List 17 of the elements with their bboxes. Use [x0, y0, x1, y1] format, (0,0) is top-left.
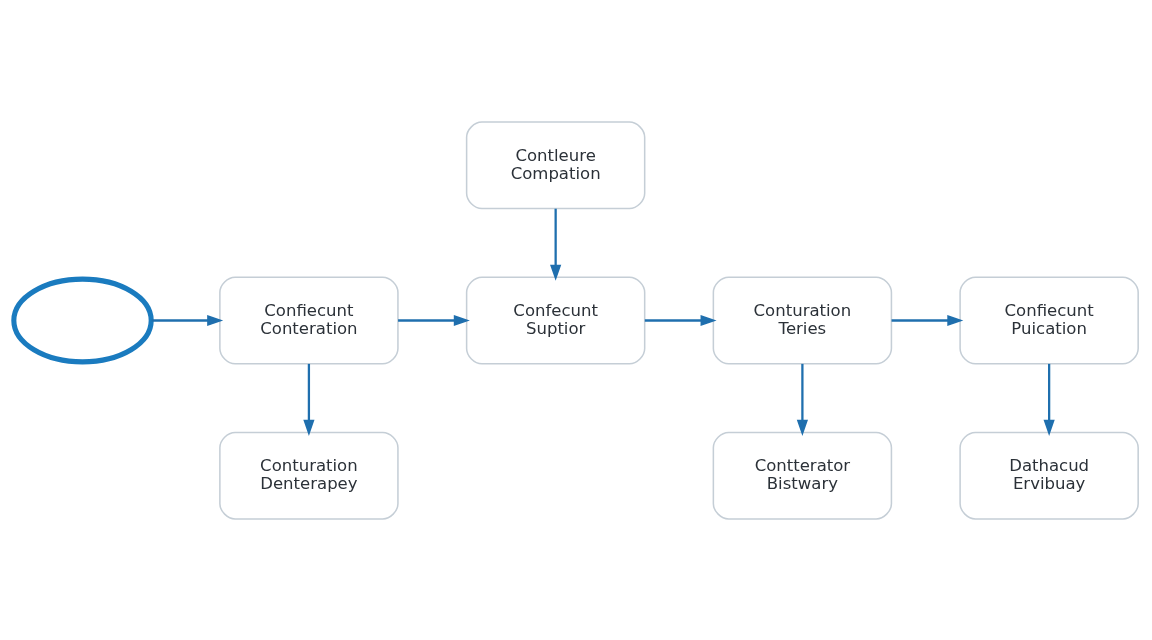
node-box: Confecunt Suptior	[465, 276, 646, 364]
node-box: Conturation Teries	[712, 276, 893, 364]
node-box: Contterator Bistwary	[712, 431, 893, 520]
arrow	[644, 314, 717, 326]
arrow	[1043, 363, 1055, 436]
node-box: Confiecunt Conteration	[219, 276, 399, 364]
node-box: Dathacud Ervibuay	[959, 431, 1139, 520]
node-box: Conturation Denterapey	[219, 431, 399, 520]
node-box: Contleure Compation	[465, 120, 646, 209]
arrow	[151, 314, 224, 326]
arrow	[550, 208, 562, 281]
node-cloud	[11, 276, 154, 364]
arrow	[303, 363, 315, 436]
arrow	[796, 363, 808, 436]
node-box: Confiecunt Puication	[959, 276, 1139, 364]
arrow	[891, 314, 964, 326]
arrow	[398, 314, 470, 326]
